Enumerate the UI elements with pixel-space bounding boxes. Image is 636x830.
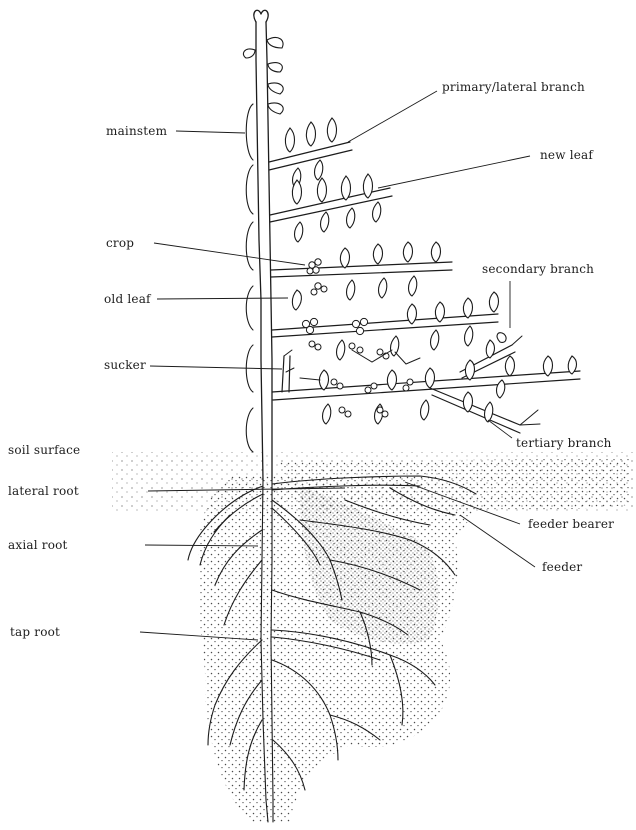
stem-brackets: [246, 104, 253, 452]
label-tertiary-branch: tertiary branch: [516, 436, 612, 450]
label-axial-root: axial root: [8, 538, 68, 552]
label-lateral-root: lateral root: [8, 484, 79, 498]
label-mainstem: mainstem: [106, 124, 167, 138]
label-soil-surface: soil surface: [8, 443, 80, 457]
mainstem-outline: [254, 10, 272, 480]
label-tap-root: tap root: [10, 625, 60, 639]
label-feeder: feeder: [542, 560, 582, 574]
label-sucker: sucker: [104, 358, 146, 372]
label-new-leaf: new leaf: [540, 148, 593, 162]
leaves: [243, 38, 576, 424]
label-old-leaf: old leaf: [104, 292, 151, 306]
root-zone-stipple: [198, 475, 474, 822]
label-primary-lateral-branch: primary/lateral branch: [442, 80, 585, 94]
label-feeder-bearer: feeder bearer: [528, 517, 614, 531]
label-secondary-branch: secondary branch: [482, 262, 594, 276]
label-crop: crop: [106, 236, 134, 250]
